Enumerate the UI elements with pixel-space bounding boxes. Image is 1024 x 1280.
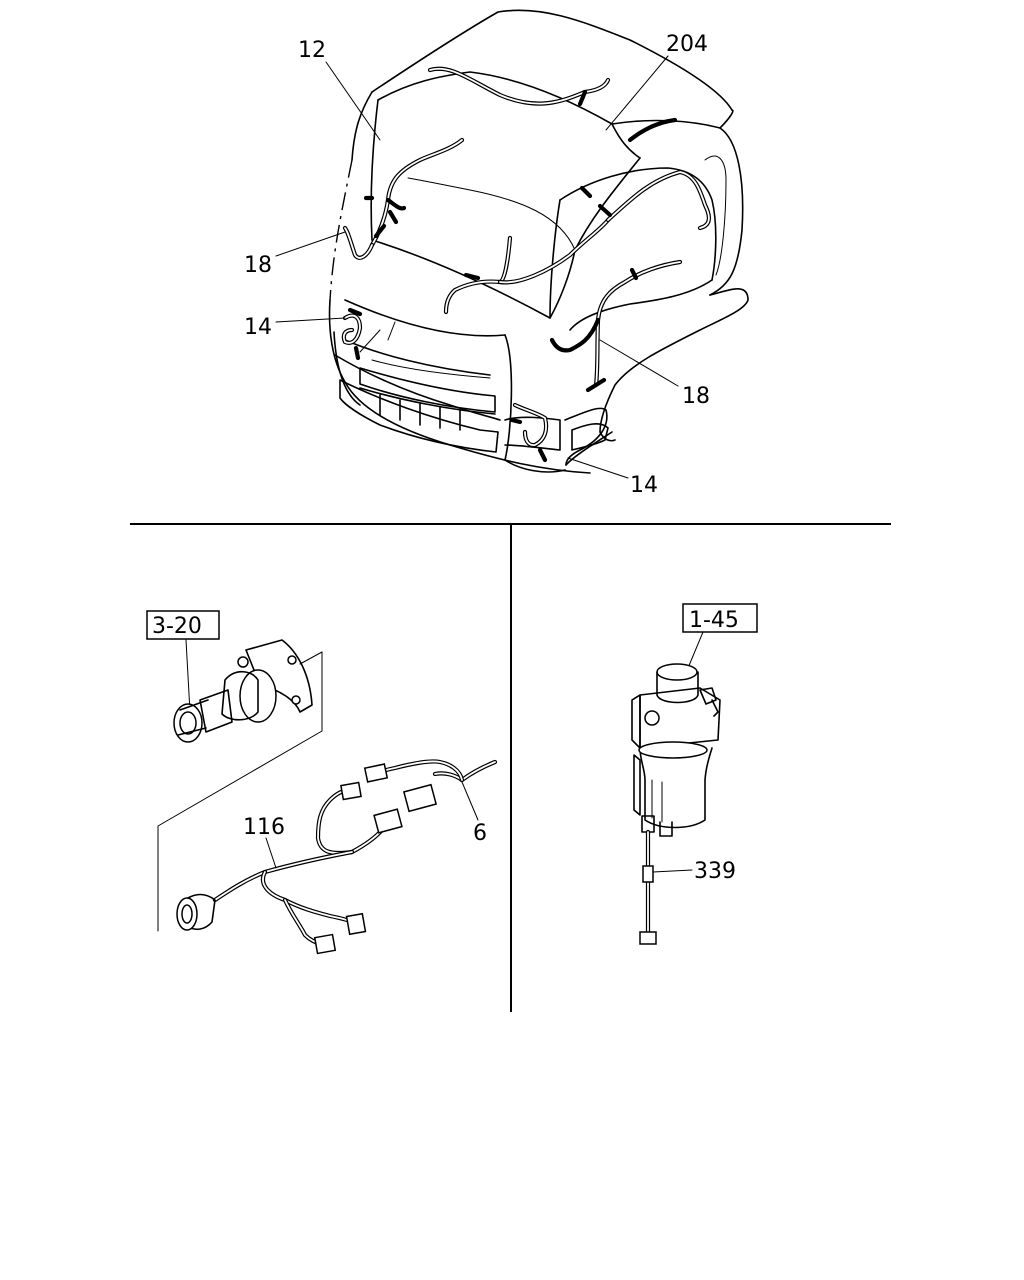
callout-14-right: 14 xyxy=(630,473,658,498)
cab-wire-harnesses xyxy=(341,66,711,463)
callout-204: 204 xyxy=(666,32,708,57)
ref-box-1-45 xyxy=(682,603,758,633)
ref-label-3-20: 3-20 xyxy=(152,614,202,639)
ref-label-1-45: 1-45 xyxy=(689,608,739,633)
callout-116: 116 xyxy=(243,815,285,840)
callout-339: 339 xyxy=(694,859,736,884)
truck-cab-illustration xyxy=(328,9,749,474)
callout-18-left: 18 xyxy=(244,253,272,278)
callout-12: 12 xyxy=(298,38,326,63)
callout-6: 6 xyxy=(473,821,487,846)
trailer-socket-illustration xyxy=(146,610,498,955)
callout-14-left: 14 xyxy=(244,315,272,340)
cab-leader-lines xyxy=(275,55,679,479)
callout-18-right: 18 xyxy=(682,384,710,409)
ref-box-3-20 xyxy=(146,610,220,640)
fuel-filter-illustration xyxy=(631,603,758,945)
